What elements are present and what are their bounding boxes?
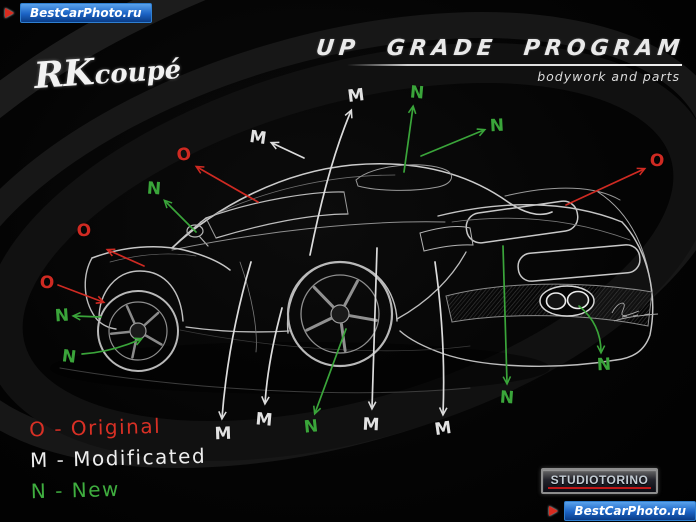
legend-item-modificated: M - Modificated	[29, 443, 207, 473]
legend-item-original: O - Original	[28, 413, 162, 442]
annotation-arrows	[57, 104, 647, 421]
designer-signature	[611, 302, 659, 322]
legend-item-new: N - New	[30, 476, 121, 504]
annotation-arrow	[367, 247, 378, 411]
page-title: UP GRADE PROGRAM	[314, 36, 686, 61]
annotation-arrow	[269, 141, 305, 159]
annotation-arrow	[163, 199, 197, 233]
title-block: UP GRADE PROGRAM bodywork and parts	[314, 36, 686, 84]
annotation-arrow	[71, 311, 102, 321]
watermark-text: BestCarPhoto.ru	[30, 6, 142, 20]
annotation-arrow	[565, 167, 647, 206]
annotation-arrow	[105, 248, 145, 267]
studiotorino-badge: STUDIOTORINO	[541, 468, 658, 494]
front-wheel	[97, 290, 179, 372]
annotation-arrow	[261, 307, 283, 406]
annotation-arrow	[309, 108, 353, 256]
annotation-arrow	[434, 261, 448, 417]
watermark-top-left[interactable]: BestCarPhoto.ru	[5, 3, 152, 23]
model-logo-coupe: coupé	[93, 54, 183, 91]
annotation-arrow	[313, 328, 347, 416]
annotation-arrow	[194, 165, 259, 203]
annotation-arrow	[218, 261, 252, 421]
annotation-arrow	[81, 337, 144, 355]
watermark-bottom-right[interactable]: BestCarPhoto.ru	[549, 501, 696, 521]
exhaust-tips	[539, 285, 595, 317]
annotation-arrow	[502, 245, 512, 386]
title-underline	[347, 64, 682, 66]
annotation-arrow	[578, 305, 606, 355]
watermark-arrow-icon	[549, 506, 563, 516]
watermark-arrow-icon	[5, 8, 19, 18]
badge-red-line	[548, 487, 651, 489]
studiotorino-badge-text: STUDIOTORINO	[550, 472, 649, 487]
rear-wheel	[286, 260, 394, 368]
annotation-arrow	[403, 104, 417, 173]
watermark-text: BestCarPhoto.ru	[574, 504, 686, 518]
legend: O - Original M - Modificated N - New	[29, 410, 207, 508]
annotation-arrow	[57, 284, 106, 304]
car-shadow	[50, 342, 550, 394]
annotation-arrow	[420, 128, 487, 157]
model-logo-rk: RK	[32, 51, 95, 98]
page-subtitle: bodywork and parts	[537, 69, 680, 84]
